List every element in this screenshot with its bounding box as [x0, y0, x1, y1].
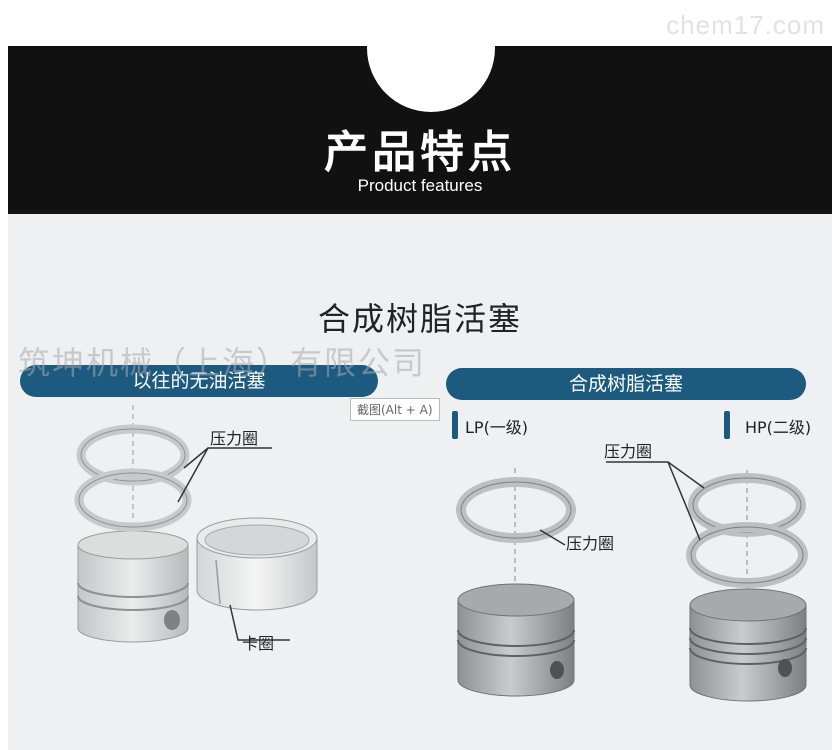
left-piston: [77, 405, 189, 643]
right-leader-lines: [539, 461, 705, 546]
label-hp: HP(二级): [745, 418, 812, 437]
pill-conventional-piston: 以往的无油活塞: [20, 365, 378, 397]
screenshot-tooltip: 截图(Alt + A): [350, 398, 440, 421]
left-pressure-rings: [74, 424, 192, 532]
watermark-top: chem17.com: [666, 10, 825, 40]
label-pressure-ring-hp: 压力圈: [604, 442, 653, 461]
banner-subtitle: Product features: [357, 176, 483, 195]
label-snap-ring: 卡圈: [242, 634, 275, 653]
header-banner: 产品特点 Product features: [8, 0, 832, 214]
label-pressure-ring-lp: 压力圈: [566, 534, 615, 553]
lp-piston: [457, 468, 575, 697]
watermark-company: 筑坤机械（上海）有限公司: [18, 344, 427, 382]
section-title: 合成树脂活塞: [317, 300, 522, 338]
pill-resin-piston: 合成树脂活塞: [446, 368, 806, 400]
left-leader-lines: [177, 447, 290, 641]
banner-title: 产品特点: [324, 127, 516, 178]
lp-pressure-ring: [456, 477, 576, 543]
banner-notch: [367, 0, 495, 112]
lp-marker: [452, 411, 458, 439]
hp-marker: [724, 411, 730, 439]
left-snap-ring: [196, 517, 318, 611]
hp-piston: [689, 470, 807, 702]
hp-pressure-rings: [686, 473, 808, 588]
label-pressure-ring-left: 压力圈: [210, 429, 259, 448]
label-lp: LP(一级): [465, 418, 529, 437]
